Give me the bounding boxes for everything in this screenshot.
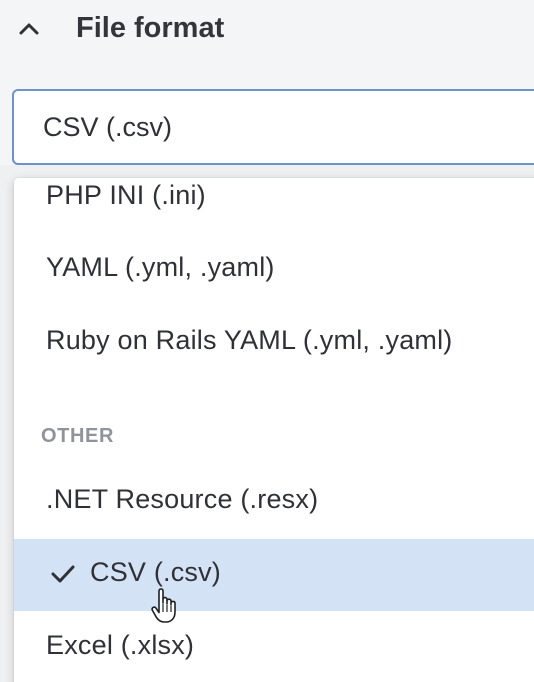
collapse-toggle[interactable] [14,14,44,44]
option-rails-yaml[interactable]: Ruby on Rails YAML (.yml, .yaml) [14,307,534,379]
chevron-up-icon [19,23,39,35]
option-label: PHP INI (.ini) [46,180,206,210]
option-net-resource[interactable]: .NET Resource (.resx) [14,466,534,538]
file-format-dropdown[interactable]: PHP INI (.ini) YAML (.yml, .yaml) Ruby o… [14,178,534,682]
checkmark-icon [51,565,75,583]
option-label: .NET Resource (.resx) [46,484,319,514]
section-title: File format [76,12,225,44]
option-label: Ruby on Rails YAML (.yml, .yaml) [46,325,453,355]
option-yaml[interactable]: YAML (.yml, .yaml) [14,234,534,306]
option-csv[interactable]: CSV (.csv) [14,539,534,611]
option-excel[interactable]: Excel (.xlsx) [14,612,534,682]
file-format-select[interactable]: CSV (.csv) [12,89,534,165]
option-php-ini[interactable]: PHP INI (.ini) [14,178,534,234]
select-value: CSV (.csv) [43,112,173,142]
section-header: File format [0,0,534,58]
option-label: Excel (.xlsx) [46,630,195,660]
option-label: YAML (.yml, .yaml) [46,252,275,282]
group-label-other: OTHER [41,425,114,447]
option-label: CSV (.csv) [90,557,222,587]
